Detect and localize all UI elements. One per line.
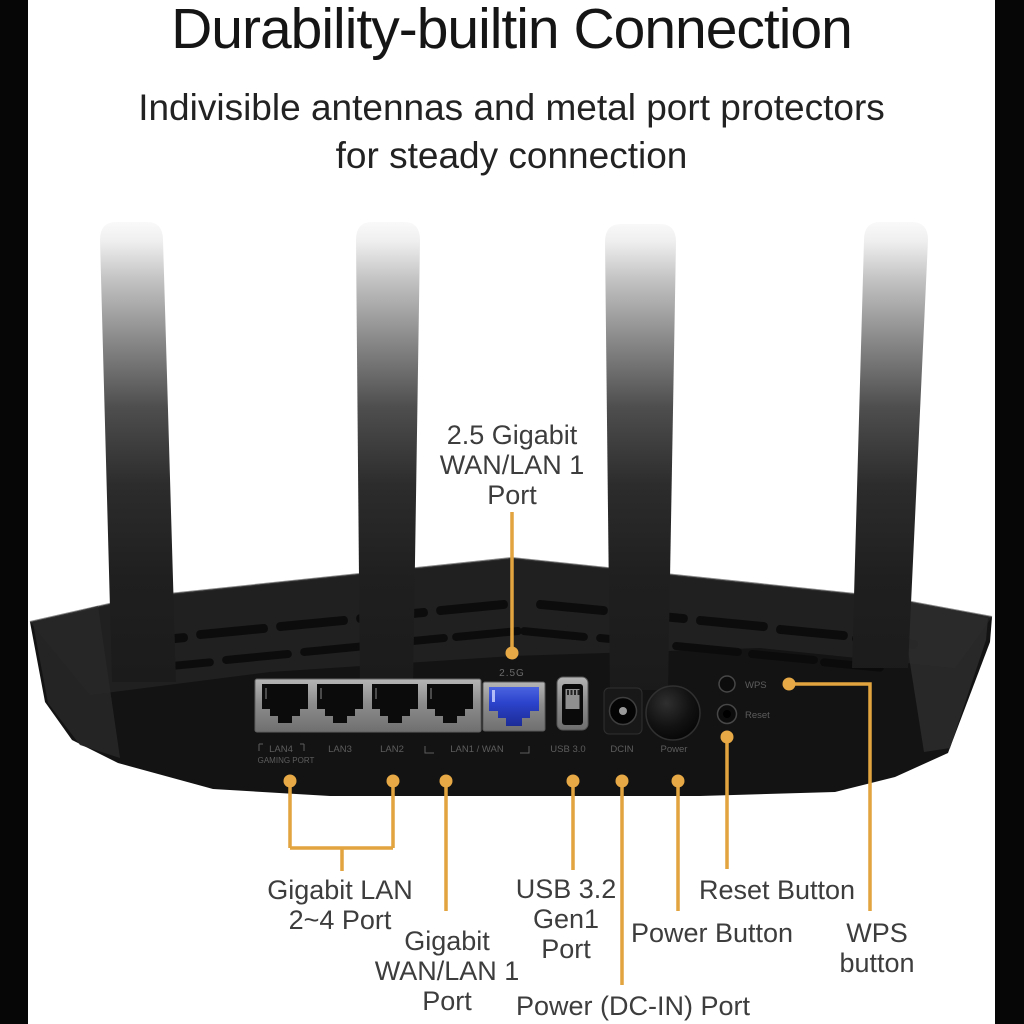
callout-wan1-line2: WAN/LAN 1 bbox=[374, 956, 520, 986]
usb-pins bbox=[567, 690, 580, 695]
right-wing bbox=[900, 600, 988, 752]
callout-dot-reset bbox=[720, 730, 734, 744]
callout-power-port-label: Power (DC-IN) Port bbox=[516, 991, 750, 1021]
power-knob bbox=[645, 685, 701, 741]
callout-lan24-line1: Gigabit LAN bbox=[267, 875, 413, 905]
callout-wan25-line3: Port bbox=[487, 480, 537, 510]
callout-wan25-label: 2.5 Gigabit WAN/LAN 1 Port bbox=[440, 420, 585, 510]
label-lan3: LAN3 bbox=[328, 744, 352, 755]
label-lan1-wan: LAN1 / WAN bbox=[450, 744, 504, 755]
page-title: Durability-builtin Connection bbox=[171, 0, 853, 61]
lan-block-frame bbox=[254, 678, 482, 733]
callout-power-button-label: Power Button bbox=[631, 918, 793, 948]
callout-wps-button-line1: WPS bbox=[846, 918, 908, 948]
callout-usb-label: USB 3.2 Gen1 Port bbox=[516, 874, 617, 964]
left-letterbox-bar bbox=[0, 0, 28, 1024]
right-letterbox-bar bbox=[995, 0, 1024, 1024]
callout-wan25-line2: WAN/LAN 1 bbox=[439, 450, 585, 480]
callout-wan1-line1: Gigabit bbox=[404, 926, 490, 956]
callout-wan1-label: Gigabit WAN/LAN 1 Port bbox=[375, 926, 520, 1016]
callout-reset-button-line1: Reset Button bbox=[698, 875, 856, 905]
antenna-1 bbox=[100, 222, 176, 682]
callout-reset-button-label: Reset Button bbox=[699, 875, 855, 905]
callout-usb-line1: USB 3.2 bbox=[515, 874, 617, 904]
panel-printed-labels: 2.5G LAN4 GAMING PORT LAN3 LAN2 LAN1 / W… bbox=[258, 668, 771, 765]
lan2-port bbox=[372, 684, 418, 723]
label-lan4: LAN4 bbox=[269, 744, 293, 755]
callout-dot-power bbox=[671, 774, 685, 788]
callout-lan24-line2: 2~4 Port bbox=[288, 905, 392, 935]
callout-dot-wan25 bbox=[505, 646, 519, 660]
callout-line-lan24-bracket bbox=[288, 781, 395, 871]
lan1-port bbox=[427, 684, 473, 723]
reset-button-hole bbox=[723, 710, 731, 718]
callout-dot-wps bbox=[782, 677, 796, 691]
label-dcin: DCIN bbox=[610, 744, 633, 755]
callout-usb-line2: Gen1 bbox=[532, 904, 600, 934]
lan4-brackets bbox=[258, 743, 305, 751]
page-subtitle: Indivisible antennas and metal port prot… bbox=[28, 84, 995, 180]
callout-power-port-line1: Power (DC-IN) Port bbox=[515, 991, 751, 1021]
antenna-3 bbox=[605, 224, 676, 690]
label-2-5g: 2.5G bbox=[499, 668, 525, 679]
callout-lines bbox=[288, 512, 872, 985]
lan-ports bbox=[262, 684, 473, 723]
label-wps: WPS bbox=[745, 680, 767, 691]
subtitle-line-2: for steady connection bbox=[335, 135, 688, 176]
callout-wps-button-line2: button bbox=[839, 948, 915, 978]
label-gaming-port: GAMING PORT bbox=[258, 756, 315, 765]
callout-dot-lan4 bbox=[283, 774, 297, 788]
lan3-port bbox=[317, 684, 363, 723]
callout-wps-button-label: WPS button bbox=[839, 918, 914, 978]
antennas bbox=[100, 222, 928, 690]
callout-usb-line3: Port bbox=[541, 934, 591, 964]
left-wing bbox=[33, 606, 120, 758]
dcin-pin bbox=[619, 707, 627, 715]
callout-wan1-line3: Port bbox=[422, 986, 472, 1016]
label-lan2: LAN2 bbox=[380, 744, 404, 755]
callout-line-wps bbox=[789, 682, 872, 911]
antenna-4 bbox=[852, 222, 928, 668]
label-power: Power bbox=[661, 744, 688, 755]
callout-power-button-line1: Power Button bbox=[630, 918, 794, 948]
callout-wan25-line1: 2.5 Gigabit bbox=[446, 420, 578, 450]
antenna-2 bbox=[356, 222, 420, 690]
callout-lan24-label: Gigabit LAN 2~4 Port bbox=[267, 875, 413, 935]
wan25-port bbox=[489, 687, 539, 726]
callout-dot-usb bbox=[566, 774, 580, 788]
lan1-brackets bbox=[424, 746, 530, 754]
port-panel bbox=[254, 675, 738, 741]
callout-dot-lan2 bbox=[386, 774, 400, 788]
lan4-port bbox=[262, 684, 308, 723]
label-usb30: USB 3.0 bbox=[550, 744, 585, 755]
lan-port-glints bbox=[265, 688, 432, 699]
subtitle-line-1: Indivisible antennas and metal port prot… bbox=[138, 87, 885, 128]
callout-dot-wan1 bbox=[439, 774, 453, 788]
callout-dot-dcin bbox=[615, 774, 629, 788]
label-reset: Reset bbox=[745, 710, 770, 721]
wan25-glint bbox=[492, 690, 495, 702]
wps-button-circle bbox=[718, 675, 736, 693]
callout-dots bbox=[283, 646, 796, 788]
